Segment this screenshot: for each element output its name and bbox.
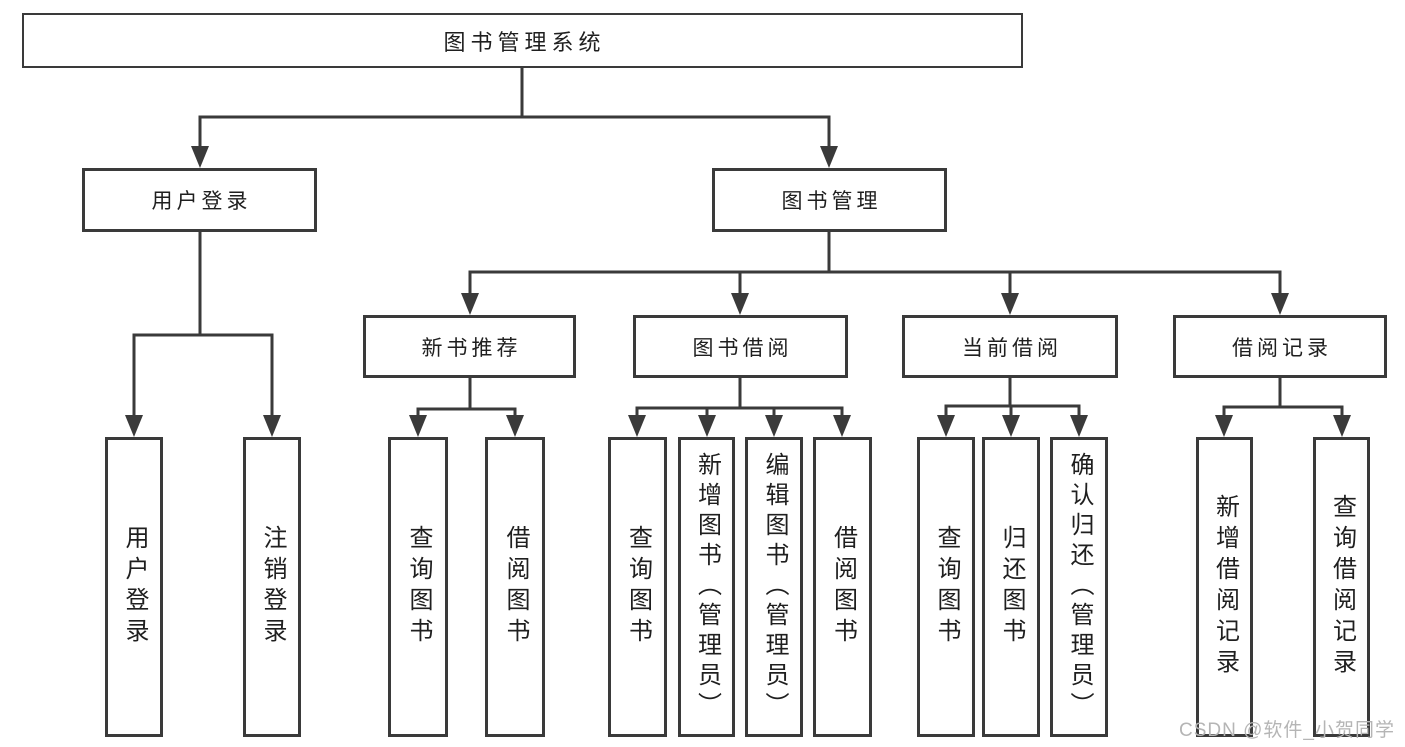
node-label: 查询借阅记录 bbox=[1328, 494, 1356, 680]
node-new-book-recommend: 新书推荐 bbox=[363, 315, 576, 378]
leaf-borrow-books: 借阅图书 bbox=[813, 437, 872, 737]
leaf-user-login: 用户登录 bbox=[105, 437, 163, 737]
node-book-borrowing: 图书借阅 bbox=[633, 315, 848, 378]
node-label: 图书管理 bbox=[781, 190, 882, 213]
node-borrowing-records: 借阅记录 bbox=[1173, 315, 1387, 378]
node-label: 图书借阅 bbox=[692, 336, 793, 360]
csdn-watermark: CSDN @软件_小贺同学 bbox=[1179, 720, 1395, 741]
node-label: 用户登录 bbox=[121, 525, 148, 649]
node-book-management: 图书管理 bbox=[712, 168, 947, 232]
node-label: 查询图书 bbox=[624, 525, 652, 649]
node-label: 编辑图书（管理员） bbox=[761, 452, 788, 722]
leaf-add-borrow-record: 新增借阅记录 bbox=[1196, 437, 1253, 737]
node-user-login: 用户登录 bbox=[82, 168, 317, 232]
node-label: 查询图书 bbox=[405, 525, 432, 649]
node-label: 新书推荐 bbox=[421, 336, 522, 360]
node-label: 归还图书 bbox=[998, 525, 1025, 649]
node-label: 注销登录 bbox=[259, 525, 286, 649]
node-label: 确认归还（管理员） bbox=[1066, 452, 1093, 722]
node-label: 新增图书（管理员） bbox=[693, 452, 721, 722]
leaf-query-books-borrow: 查询图书 bbox=[608, 437, 667, 737]
leaf-query-books-current: 查询图书 bbox=[917, 437, 975, 737]
node-label: 借阅图书 bbox=[502, 525, 529, 649]
leaf-confirm-return-admin: 确认归还（管理员） bbox=[1050, 437, 1108, 737]
node-label: 借阅图书 bbox=[829, 525, 857, 649]
node-label: 借阅记录 bbox=[1232, 336, 1332, 360]
leaf-edit-book-admin: 编辑图书（管理员） bbox=[745, 437, 803, 737]
node-current-borrowing: 当前借阅 bbox=[902, 315, 1118, 378]
leaf-return-books: 归还图书 bbox=[982, 437, 1040, 737]
node-label: 查询图书 bbox=[933, 525, 960, 649]
node-label: 当前借阅 bbox=[962, 336, 1062, 360]
leaf-logout: 注销登录 bbox=[243, 437, 301, 737]
leaf-query-borrow-record: 查询借阅记录 bbox=[1313, 437, 1370, 737]
node-label: 图书管理系统 bbox=[443, 29, 606, 55]
leaf-add-book-admin: 新增图书（管理员） bbox=[678, 437, 735, 737]
node-label: 新增借阅记录 bbox=[1211, 494, 1239, 680]
node-label: 用户登录 bbox=[151, 190, 252, 213]
leaf-borrow-books-recommend: 借阅图书 bbox=[485, 437, 545, 737]
node-library-management-system: 图书管理系统 bbox=[22, 13, 1023, 68]
leaf-query-books-recommend: 查询图书 bbox=[388, 437, 448, 737]
